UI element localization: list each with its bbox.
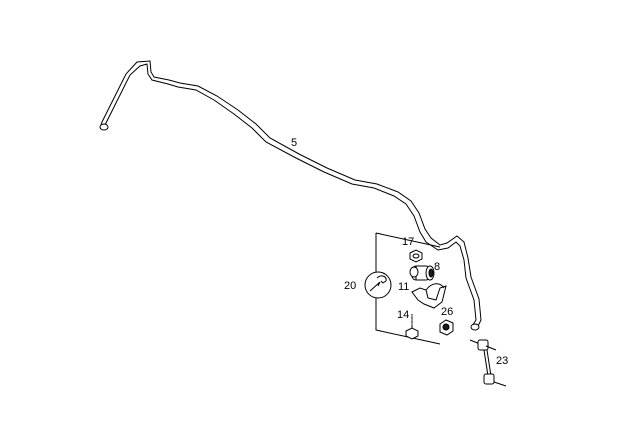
label-part-11: 11 bbox=[398, 281, 409, 293]
nut-26[interactable] bbox=[439, 319, 454, 336]
washer[interactable] bbox=[409, 266, 419, 278]
label-part-26: 26 bbox=[441, 306, 453, 318]
wrench-icon[interactable] bbox=[364, 271, 392, 299]
label-part-5: 5 bbox=[291, 137, 297, 149]
link-23[interactable] bbox=[469, 339, 507, 387]
bolt-14[interactable] bbox=[405, 314, 419, 340]
stabilizer-bar[interactable] bbox=[99, 60, 482, 331]
label-part-23: 23 bbox=[496, 355, 508, 367]
label-part-20: 20 bbox=[344, 280, 356, 292]
label-part-17: 17 bbox=[402, 236, 414, 248]
assembly-frame bbox=[375, 232, 441, 345]
label-part-8: 8 bbox=[434, 261, 440, 273]
clamp-11[interactable] bbox=[411, 283, 447, 309]
nut-17[interactable] bbox=[409, 249, 423, 263]
label-part-14: 14 bbox=[397, 309, 409, 321]
